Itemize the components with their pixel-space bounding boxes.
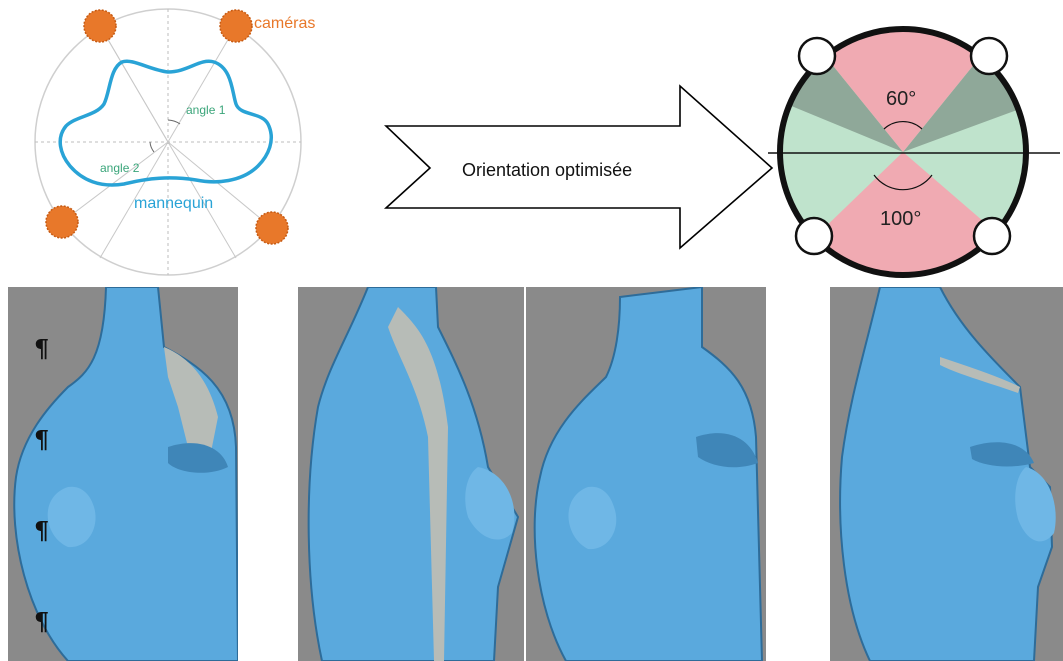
camera-marker xyxy=(974,218,1010,254)
photo-gap xyxy=(766,287,830,661)
mannequin-scan-photo-2 xyxy=(298,287,524,661)
photo-gap xyxy=(238,287,298,661)
angle2-arc xyxy=(150,142,154,152)
mannequin-outline xyxy=(60,61,271,185)
camera-marker xyxy=(799,38,835,74)
angle-diagram: 60° 100° xyxy=(760,25,1063,290)
camera-marker xyxy=(971,38,1007,74)
pilcrow-mark: ¶ xyxy=(34,610,49,634)
camera-icon xyxy=(256,212,288,244)
scan-render-3 xyxy=(526,287,766,661)
angle1-label: angle 1 xyxy=(186,103,226,117)
cameras-label: caméras xyxy=(254,15,315,32)
mannequin-label: mannequin xyxy=(134,195,213,212)
camera-icon xyxy=(220,10,252,42)
scan-render-4 xyxy=(830,287,1063,661)
mannequin-scan-photo-3 xyxy=(526,287,766,661)
arrow-block: Orientation optimisée xyxy=(380,82,775,252)
top-angle-label: 60° xyxy=(886,88,916,110)
camera-layout-diagram: angle 1 angle 2 mannequin caméras xyxy=(0,0,370,280)
camera-marker xyxy=(796,218,832,254)
mannequin-scan-photo-1: ¶ ¶ ¶ ¶ xyxy=(8,287,238,661)
bottom-angle-label: 100° xyxy=(880,208,921,230)
angle1-arc xyxy=(168,120,180,124)
arrow-label: Orientation optimisée xyxy=(462,160,632,180)
camera-sightline-3 xyxy=(168,142,272,228)
angle2-label: angle 2 xyxy=(100,161,140,175)
camera-icon xyxy=(46,206,78,238)
mannequin-scan-photo-4 xyxy=(830,287,1063,661)
scan-render-2 xyxy=(298,287,524,661)
pilcrow-mark: ¶ xyxy=(34,519,49,543)
pilcrow-mark: ¶ xyxy=(34,428,49,452)
camera-icon xyxy=(84,10,116,42)
pilcrow-mark: ¶ xyxy=(34,337,49,361)
